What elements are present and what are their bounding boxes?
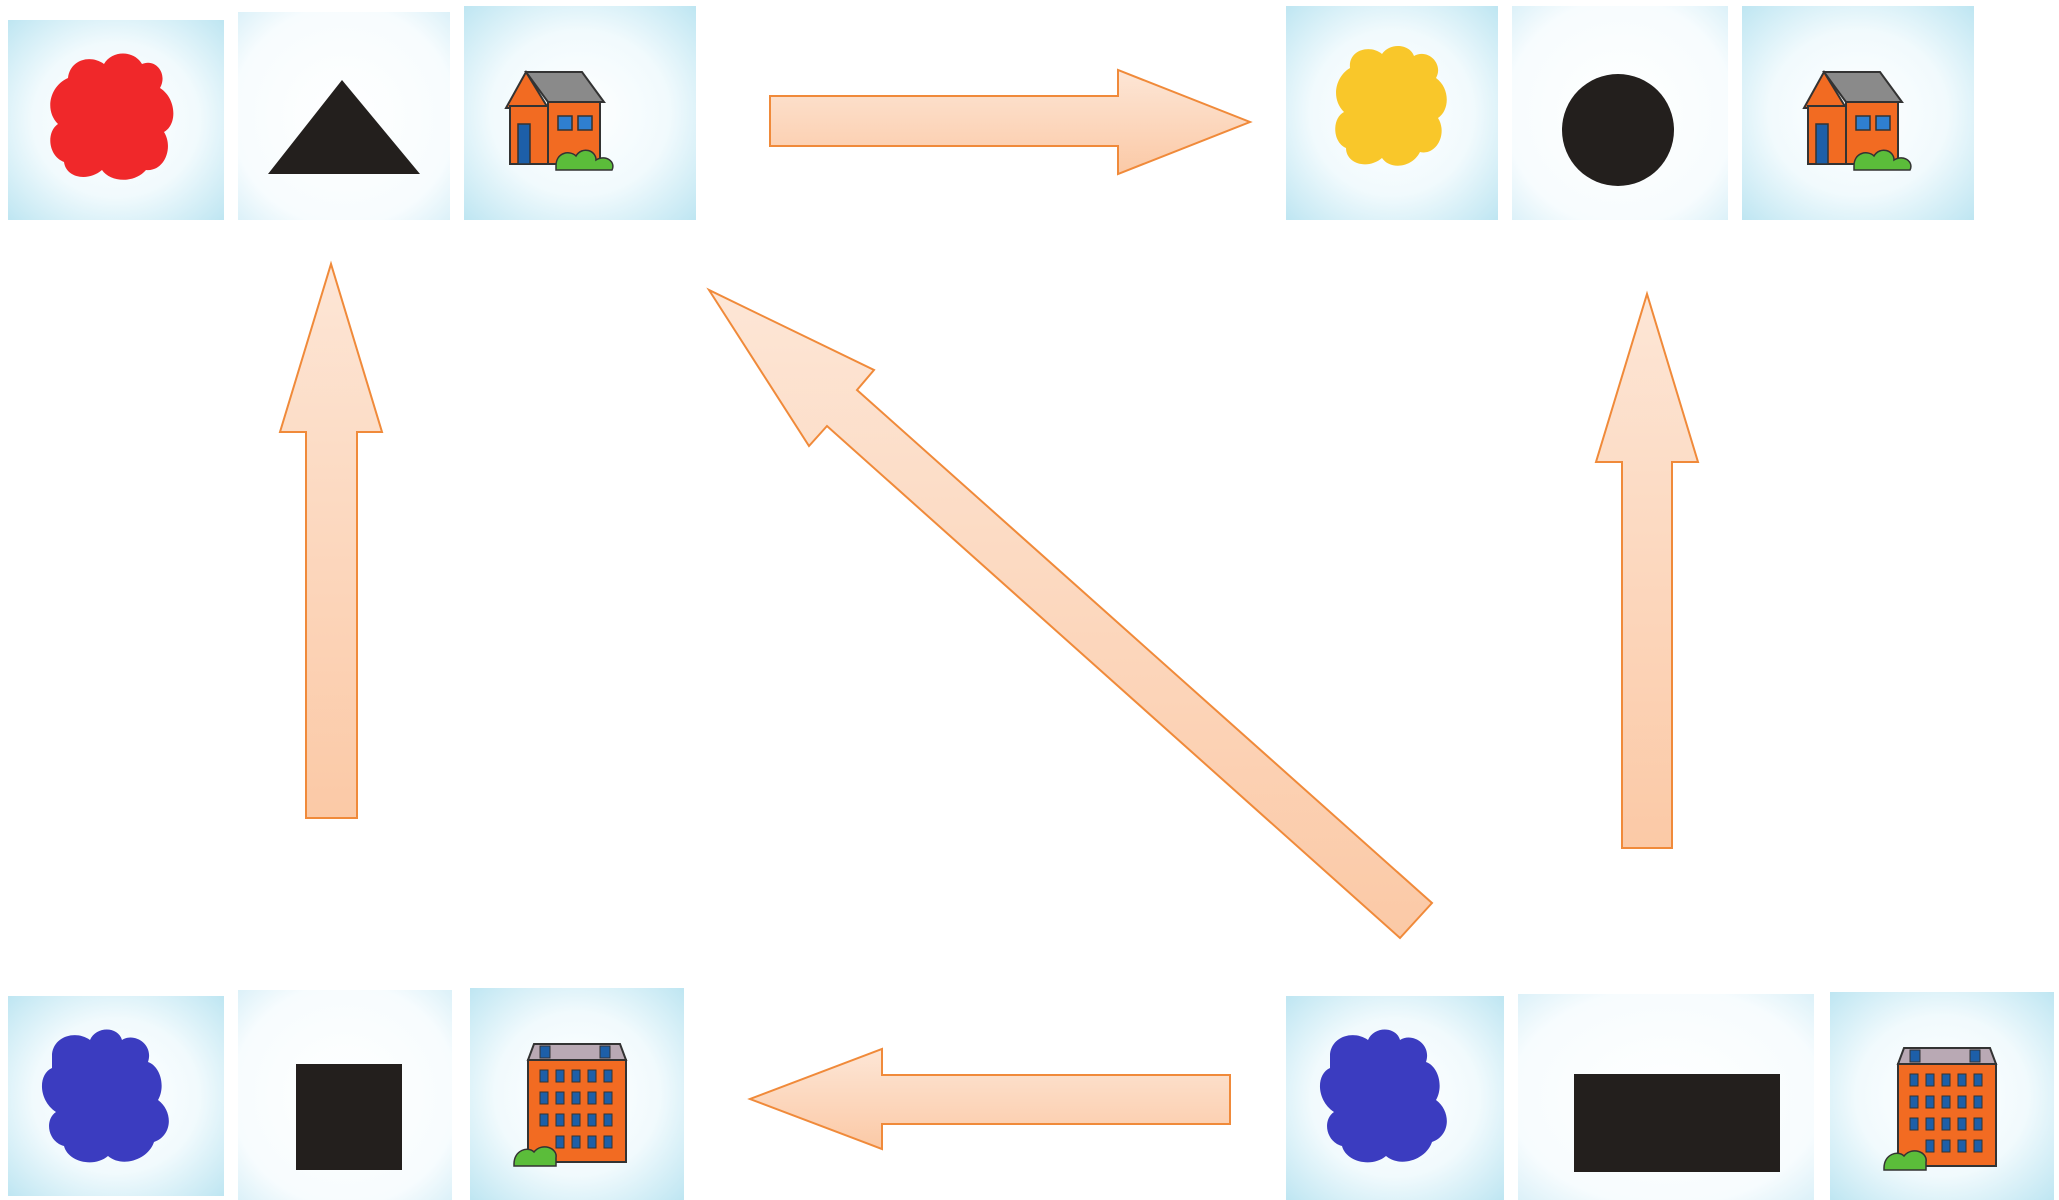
card-rectangle — [1518, 994, 1814, 1200]
apartment-building-icon — [514, 1044, 626, 1166]
rectangle-icon — [1574, 1074, 1780, 1172]
yellow-blob-icon — [1335, 46, 1447, 166]
circle-icon — [1562, 74, 1674, 186]
arrow-diagonal — [709, 290, 1432, 938]
card-triangle — [238, 12, 450, 220]
card-blue-blob — [1286, 996, 1504, 1200]
arrow-right — [770, 70, 1250, 174]
card-apartment — [1830, 992, 2054, 1200]
card-apartment — [470, 988, 684, 1200]
card-house — [1742, 6, 1974, 220]
card-square — [238, 990, 452, 1200]
arrow-left — [750, 1049, 1230, 1149]
card-yellow-blob — [1286, 6, 1498, 220]
arrow-up-left-column — [280, 264, 382, 818]
card-red-blob — [8, 20, 224, 220]
card-circle — [1512, 6, 1728, 220]
arrow-up-right-column — [1596, 294, 1698, 848]
card-blue-blob — [8, 996, 224, 1196]
card-house — [464, 6, 696, 220]
square-icon — [296, 1064, 402, 1170]
apartment-building-icon — [1884, 1048, 1996, 1170]
